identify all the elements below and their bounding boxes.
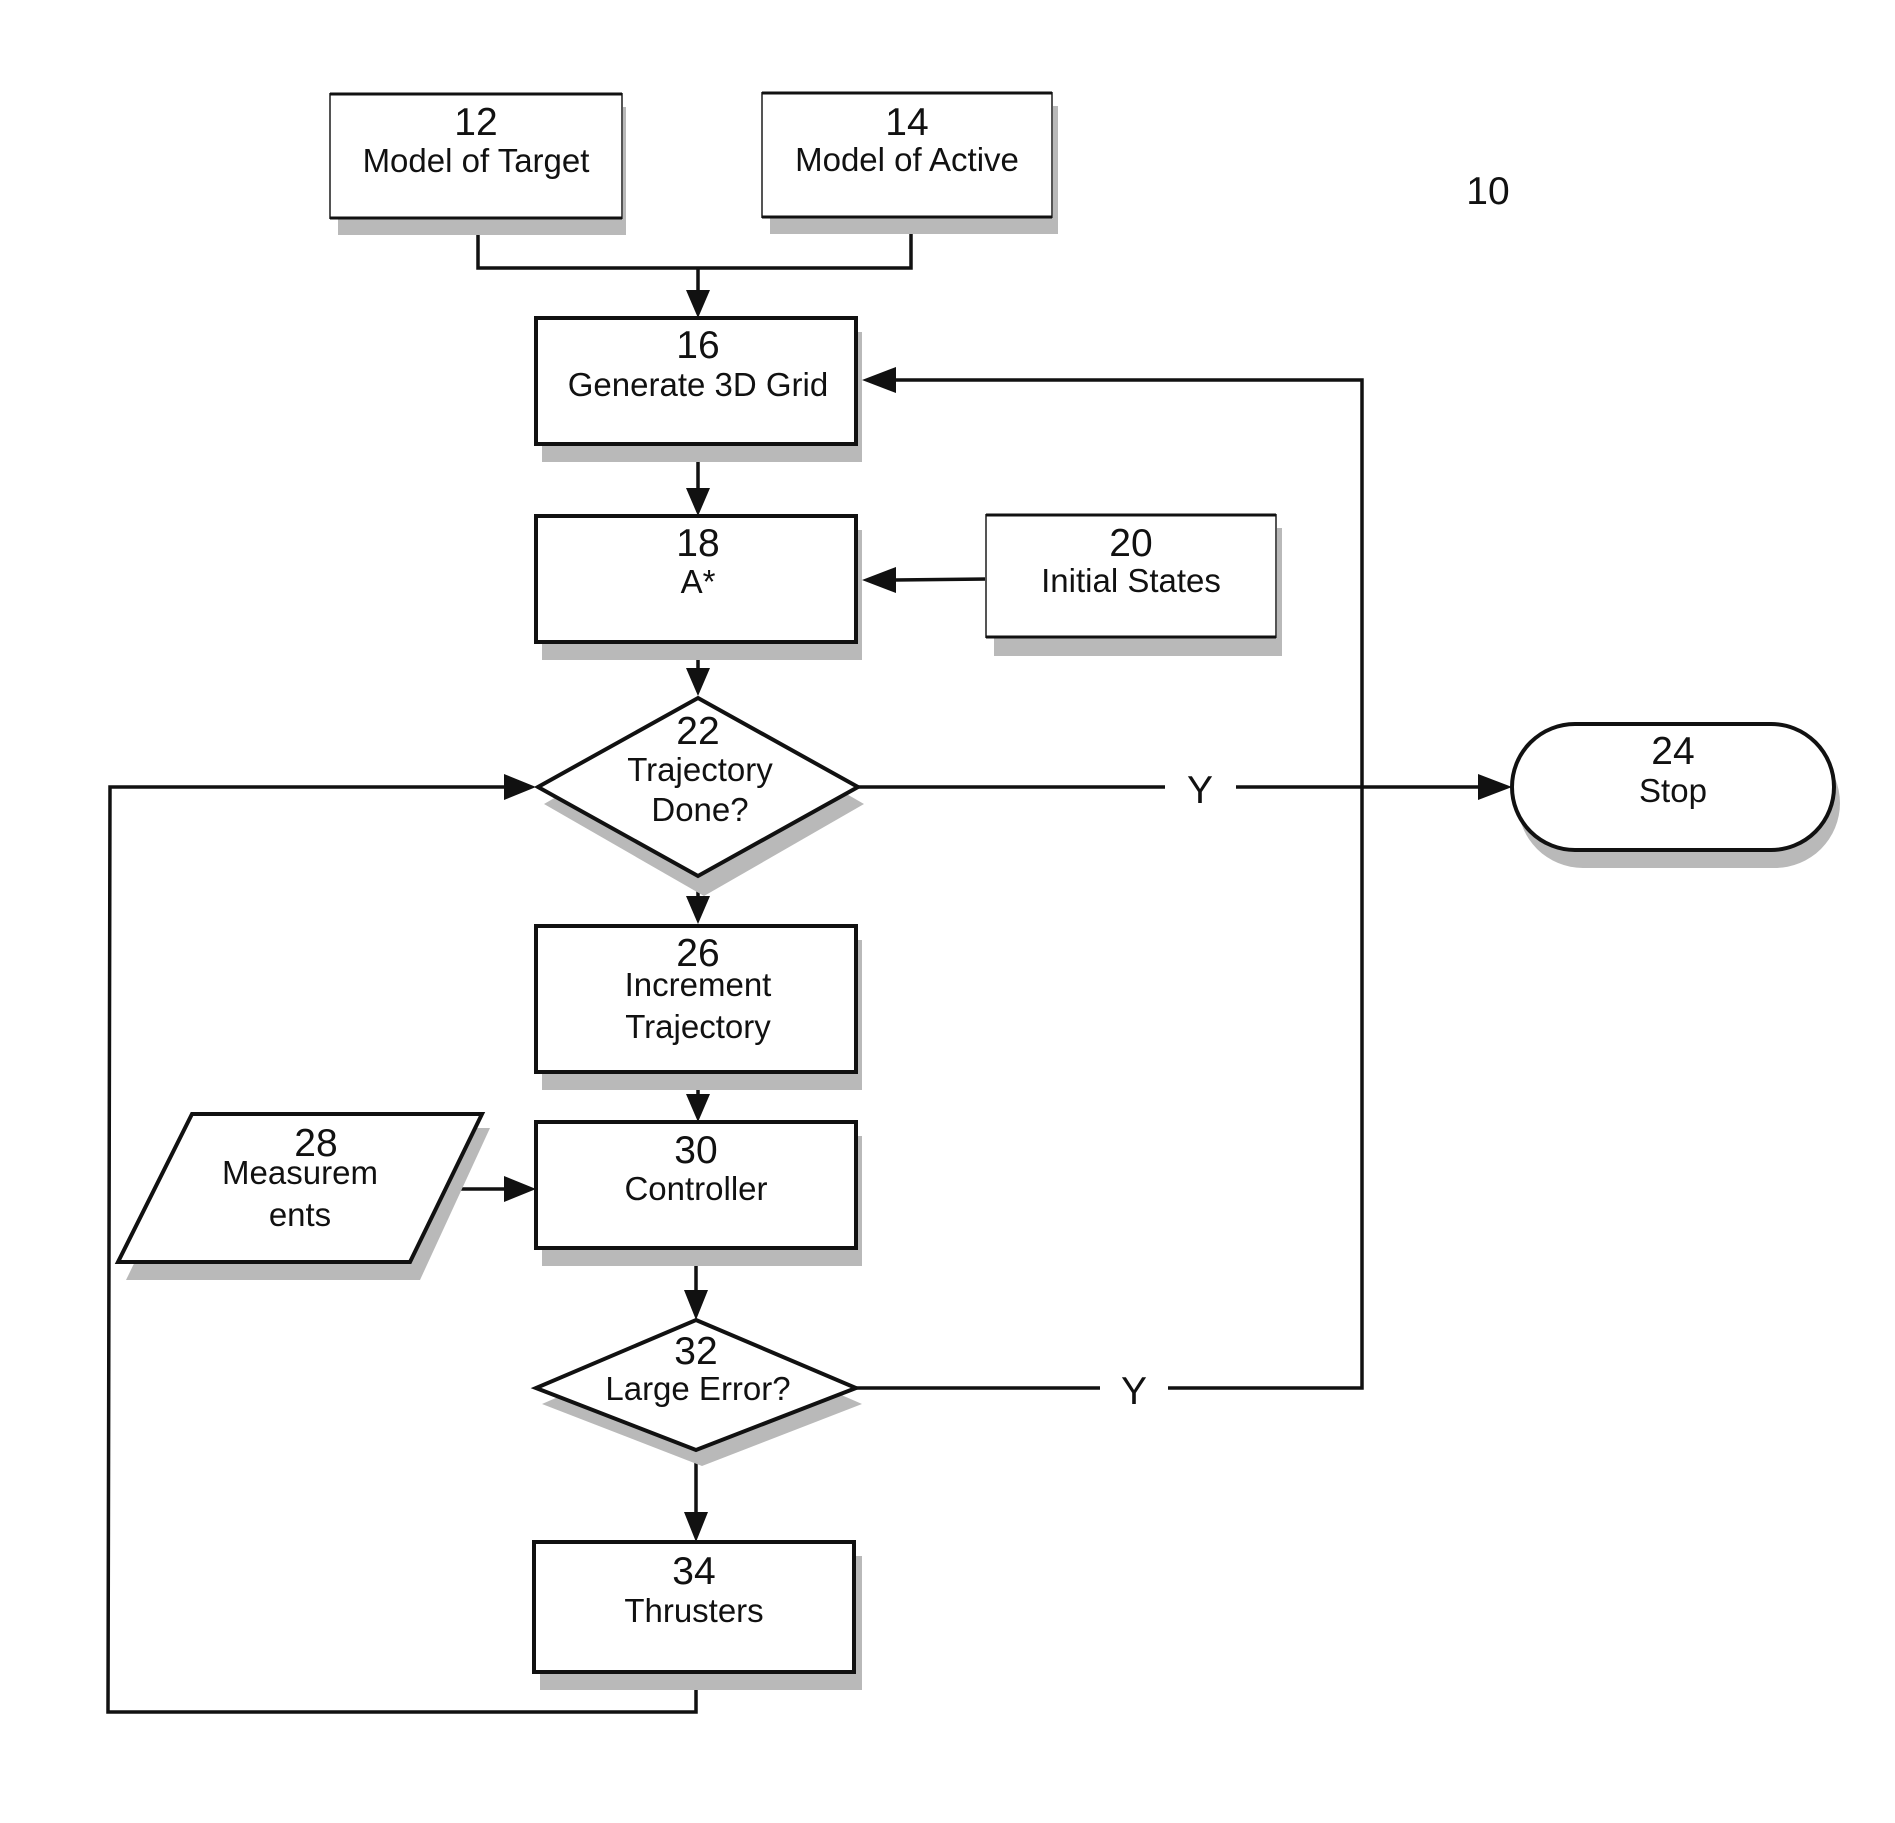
node-28-measurements: 28 Measurem ents (118, 1114, 490, 1280)
node-14-label: Model of Active (795, 141, 1019, 178)
arrowhead-into-22-top (686, 668, 710, 696)
node-24-label: Stop (1639, 772, 1707, 809)
node-12-model-of-target: 12 Model of Target (330, 94, 626, 235)
node-34-thrusters: 34 Thrusters (534, 1542, 862, 1690)
arrowhead-into-26-top (686, 896, 710, 924)
node-26-label-line-2: Trajectory (625, 1008, 771, 1045)
node-12-label: Model of Target (363, 142, 590, 179)
arrowhead-into-22-left (504, 774, 536, 800)
edge-20-18 (894, 579, 988, 580)
arrowhead-into-32-top (684, 1290, 708, 1320)
node-20-label: Initial States (1041, 562, 1221, 599)
node-18-label: A* (681, 563, 716, 600)
node-12-number: 12 (454, 101, 497, 144)
node-32-number: 32 (674, 1330, 717, 1373)
arrowhead-into-16-right (862, 367, 896, 393)
node-30-controller: 30 Controller (536, 1122, 862, 1266)
node-14-model-of-active: 14 Model of Active (762, 93, 1058, 234)
node-32-label: Large Error? (605, 1370, 790, 1407)
figure-number: 10 (1466, 170, 1509, 213)
node-22-number: 22 (676, 710, 719, 753)
arrowhead-into-18-right (862, 567, 896, 593)
edge-32-yes-label: Y (1121, 1370, 1147, 1413)
node-22-label-line-1: Trajectory (627, 751, 773, 788)
node-20-number: 20 (1109, 522, 1152, 565)
arrowhead-into-30-top (686, 1094, 710, 1122)
node-28-label-line-2: ents (269, 1196, 331, 1233)
node-18-number: 18 (676, 522, 719, 565)
arrowhead-into-24 (1478, 774, 1512, 800)
node-16-label: Generate 3D Grid (568, 366, 828, 403)
node-14-number: 14 (885, 101, 928, 144)
node-22-label-line-2: Done? (651, 791, 748, 828)
node-16-generate-3d-grid: 16 Generate 3D Grid (536, 318, 862, 462)
node-26-increment-trajectory: 26 Increment Trajectory (536, 926, 862, 1090)
arrowhead-into-16-top (686, 290, 710, 318)
arrowhead-into-18-top (686, 488, 710, 516)
node-30-number: 30 (674, 1129, 717, 1172)
node-16-number: 16 (676, 324, 719, 367)
node-30-label: Controller (624, 1170, 767, 1207)
node-22-trajectory-done: 22 Trajectory Done? (538, 698, 864, 896)
arrowhead-into-34-top (684, 1512, 708, 1542)
node-26-label-line-1: Increment (625, 966, 772, 1003)
node-28-label-line-1: Measurem (222, 1154, 378, 1191)
node-34-label: Thrusters (624, 1592, 763, 1629)
node-18-a-star: 18 A* (536, 516, 862, 660)
node-24-number: 24 (1651, 730, 1694, 773)
node-24-stop: 24 Stop (1512, 724, 1840, 868)
node-20-initial-states: 20 Initial States (986, 515, 1282, 656)
node-32-large-error: 32 Large Error? (536, 1320, 862, 1466)
edge-22-yes-label: Y (1187, 769, 1213, 812)
arrowhead-into-30-left (504, 1176, 536, 1202)
node-34-number: 34 (672, 1550, 715, 1593)
